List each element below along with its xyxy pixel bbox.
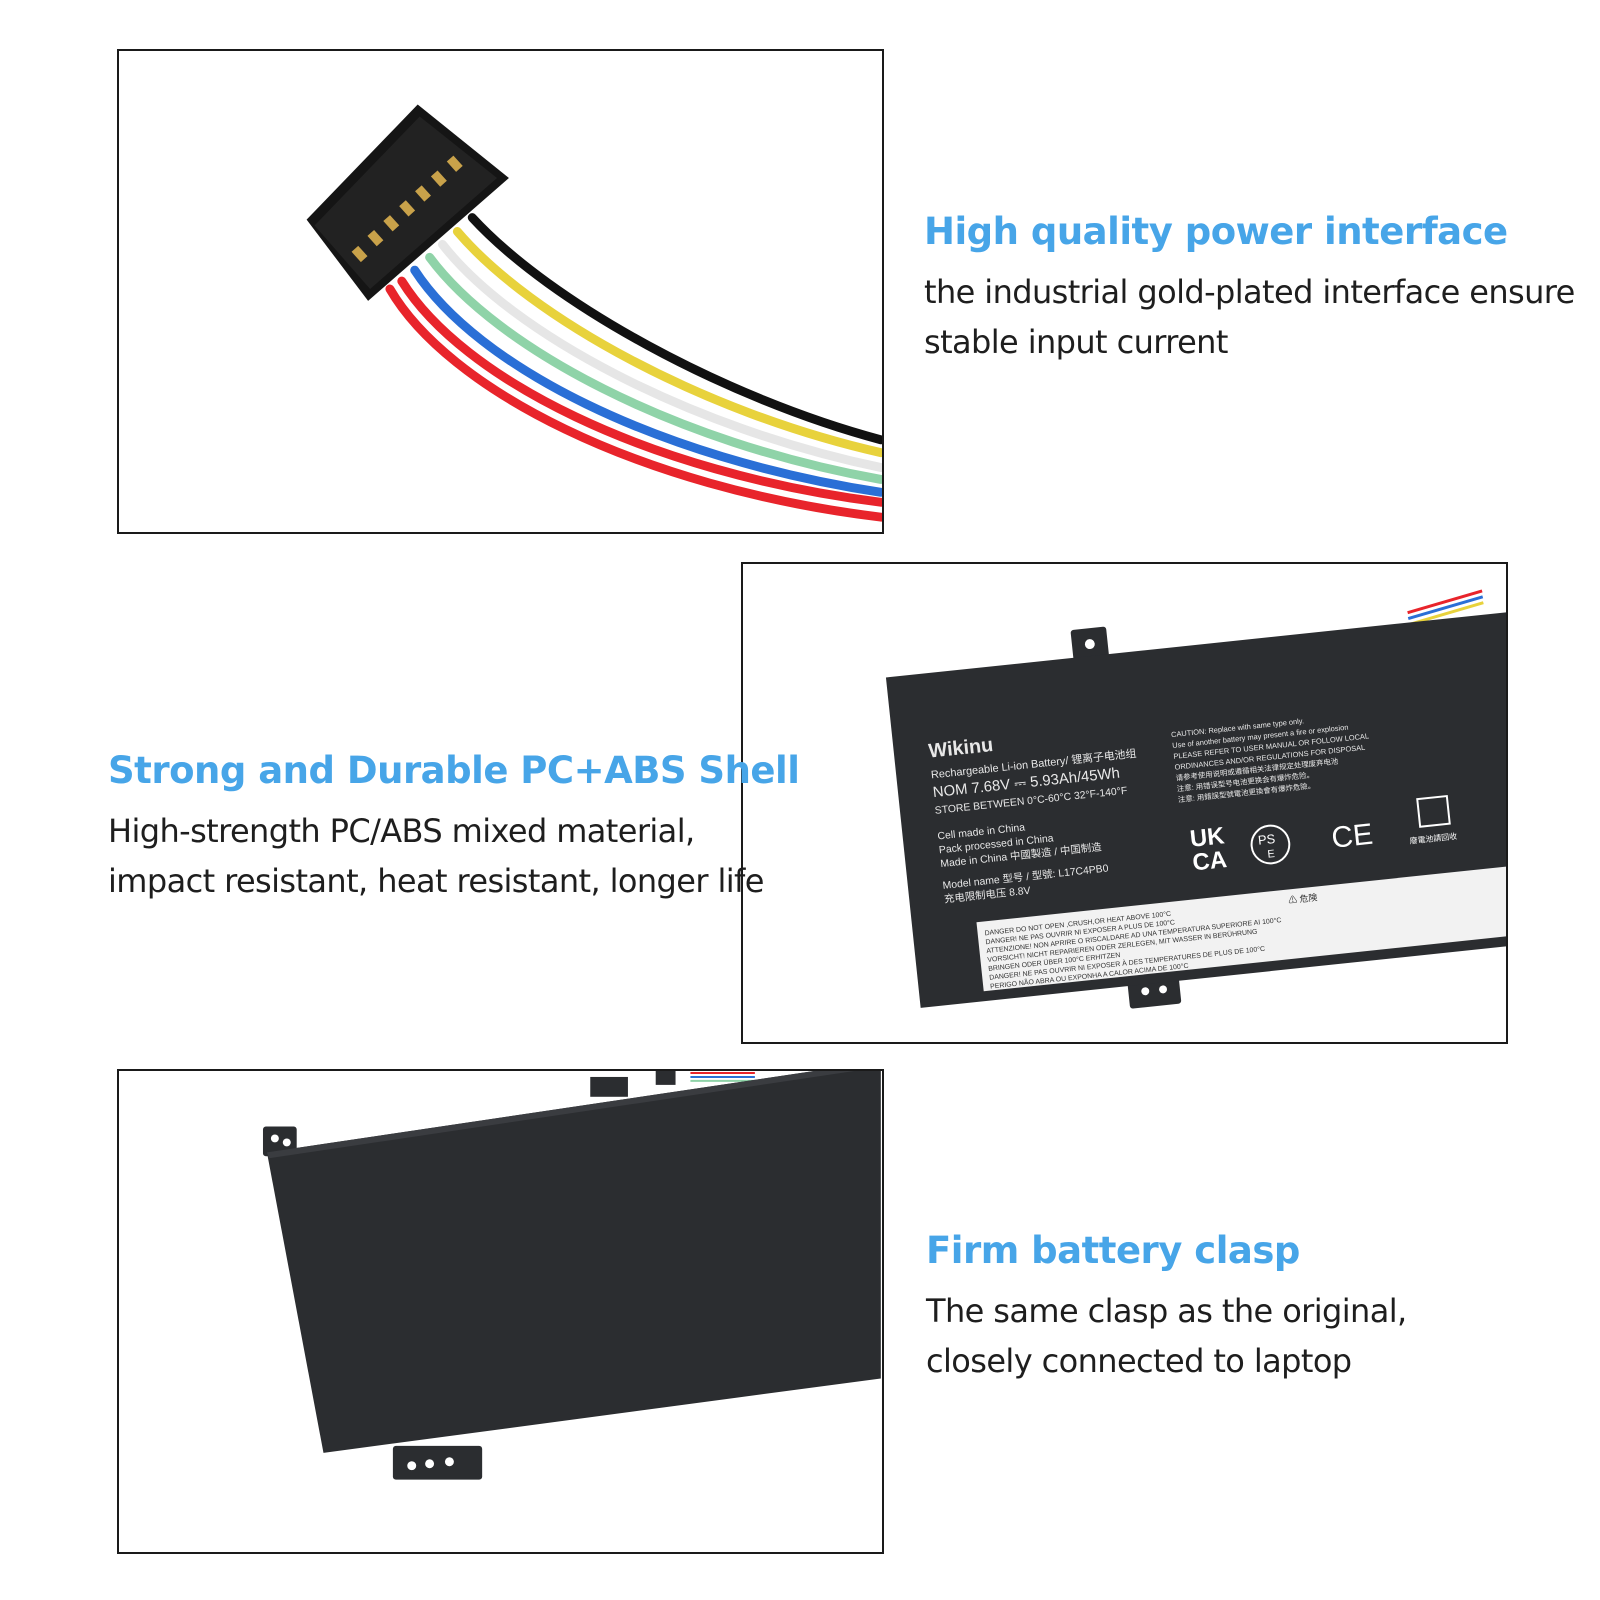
- connector-illustration: [306, 104, 882, 522]
- feature-clasp: Firm battery clasp The same clasp as the…: [926, 1229, 1407, 1386]
- connector-housing: [306, 104, 509, 301]
- feature-line: The same clasp as the original,: [926, 1292, 1407, 1330]
- wire-black: [467, 213, 882, 445]
- top-connector-block: [590, 1076, 628, 1097]
- feature-line: closely connected to laptop: [926, 1342, 1352, 1380]
- ce-mark: CE: [1330, 818, 1375, 855]
- pse-mark-top: PS: [1257, 831, 1276, 848]
- wire-blue: [410, 265, 882, 497]
- gold-pins: [351, 155, 463, 263]
- polarity-minus: −: [1372, 600, 1383, 618]
- pse-mark-circle: [1250, 824, 1291, 865]
- feature-line: stable input current: [924, 323, 1228, 361]
- battery-clasp-top-left: [262, 1126, 297, 1157]
- battery-clasp-photo: [117, 1069, 884, 1554]
- wire-bundle: [385, 213, 882, 522]
- feature-description: High-strength PC/ABS mixed material, imp…: [108, 806, 799, 906]
- wire-green: [425, 252, 882, 484]
- wire-yellow: [452, 227, 882, 458]
- battery-label-photo: − + Wikinu Rechargeable Li-ion Battery/ …: [741, 562, 1508, 1044]
- feature-line: impact resistant, heat resistant, longer…: [108, 862, 764, 900]
- feature-power-interface: High quality power interface the industr…: [924, 210, 1575, 367]
- recycle-icon: [1416, 794, 1451, 828]
- battery-back-illustration: [262, 1071, 881, 1480]
- connector-photo: [117, 49, 884, 534]
- feature-title: High quality power interface: [924, 210, 1508, 253]
- pse-mark-bottom: E: [1267, 848, 1275, 861]
- ukca-mark-bottom: CA: [1191, 846, 1228, 876]
- feature-description: the industrial gold-plated interface ens…: [924, 267, 1575, 367]
- wire-white: [438, 239, 882, 472]
- warning-band: [976, 864, 1506, 992]
- feature-title: Strong and Durable PC+ABS Shell: [108, 749, 800, 792]
- feature-description: The same clasp as the original, closely …: [926, 1286, 1407, 1386]
- battery-clasp-bottom: [392, 1445, 483, 1480]
- wire-red-1: [385, 284, 882, 522]
- battery-label-illustration: − + Wikinu Rechargeable Li-ion Battery/ …: [885, 589, 1506, 1009]
- battery-body: [266, 1071, 881, 1453]
- feature-line: High-strength PC/ABS mixed material,: [108, 812, 695, 850]
- recycle-label: 廢電池請回收: [1409, 831, 1457, 846]
- polarity-plus: +: [1400, 597, 1411, 615]
- feature-line: the industrial gold-plated interface ens…: [924, 273, 1575, 311]
- ukca-mark-top: UK: [1189, 822, 1226, 852]
- feature-shell: Strong and Durable PC+ABS Shell High-str…: [108, 749, 800, 906]
- feature-title: Firm battery clasp: [926, 1229, 1300, 1272]
- wire-red-2: [397, 276, 882, 507]
- danger-japanese: ⚠ 危険: [1288, 891, 1318, 905]
